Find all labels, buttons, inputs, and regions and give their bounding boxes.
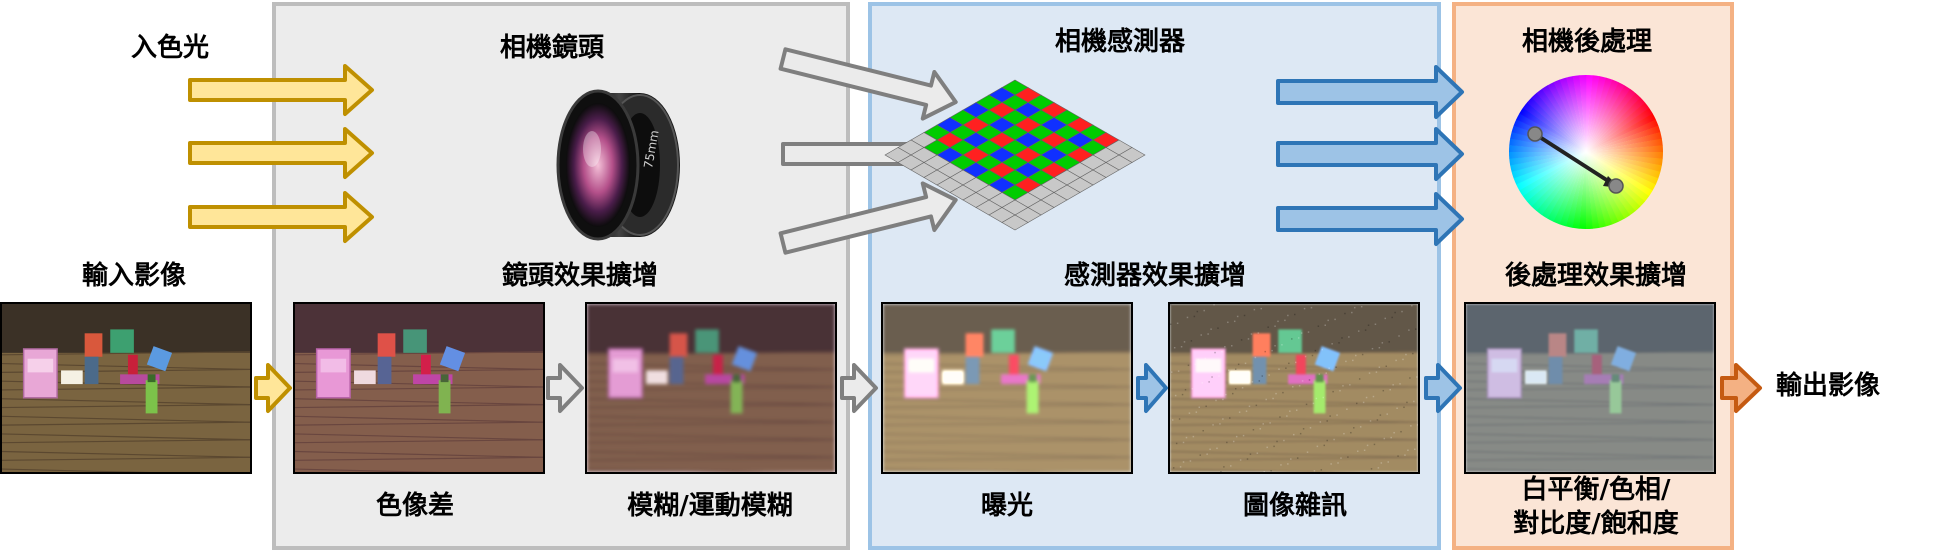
chromatic-aberration-label: 色像差: [375, 491, 455, 521]
noise-label: 圖像雜訊: [1242, 491, 1348, 521]
blur-image: [585, 302, 837, 474]
input-image: [0, 302, 252, 474]
output-image-label: 輸出影像: [1776, 371, 1881, 401]
input-image-label: 輸入影像: [81, 261, 187, 291]
lens-title: 相機鏡頭: [499, 33, 605, 63]
postprocess-params-line2: 對比度/飽和度: [1513, 509, 1679, 539]
postprocess-title: 相機後處理: [1521, 27, 1653, 57]
exposure-image: [881, 302, 1133, 474]
incoming-light-label: 入色光: [130, 33, 210, 63]
chromatic-aberration-image: [293, 302, 545, 474]
postprocess-image: [1464, 302, 1716, 474]
blur-label: 模糊/運動模糊: [627, 491, 793, 521]
noise-image: [1168, 302, 1420, 474]
postprocess-augmentation-label: 後處理效果擴增: [1504, 261, 1688, 291]
sensor-title: 相機感測器: [1054, 27, 1186, 57]
sensor-augmentation-label: 感測器效果擴增: [1063, 261, 1247, 291]
exposure-label: 曝光: [980, 491, 1034, 521]
lens-augmentation-label: 鏡頭效果擴增: [501, 261, 659, 291]
postprocess-params-line1: 白平衡/色相/: [1521, 475, 1671, 505]
